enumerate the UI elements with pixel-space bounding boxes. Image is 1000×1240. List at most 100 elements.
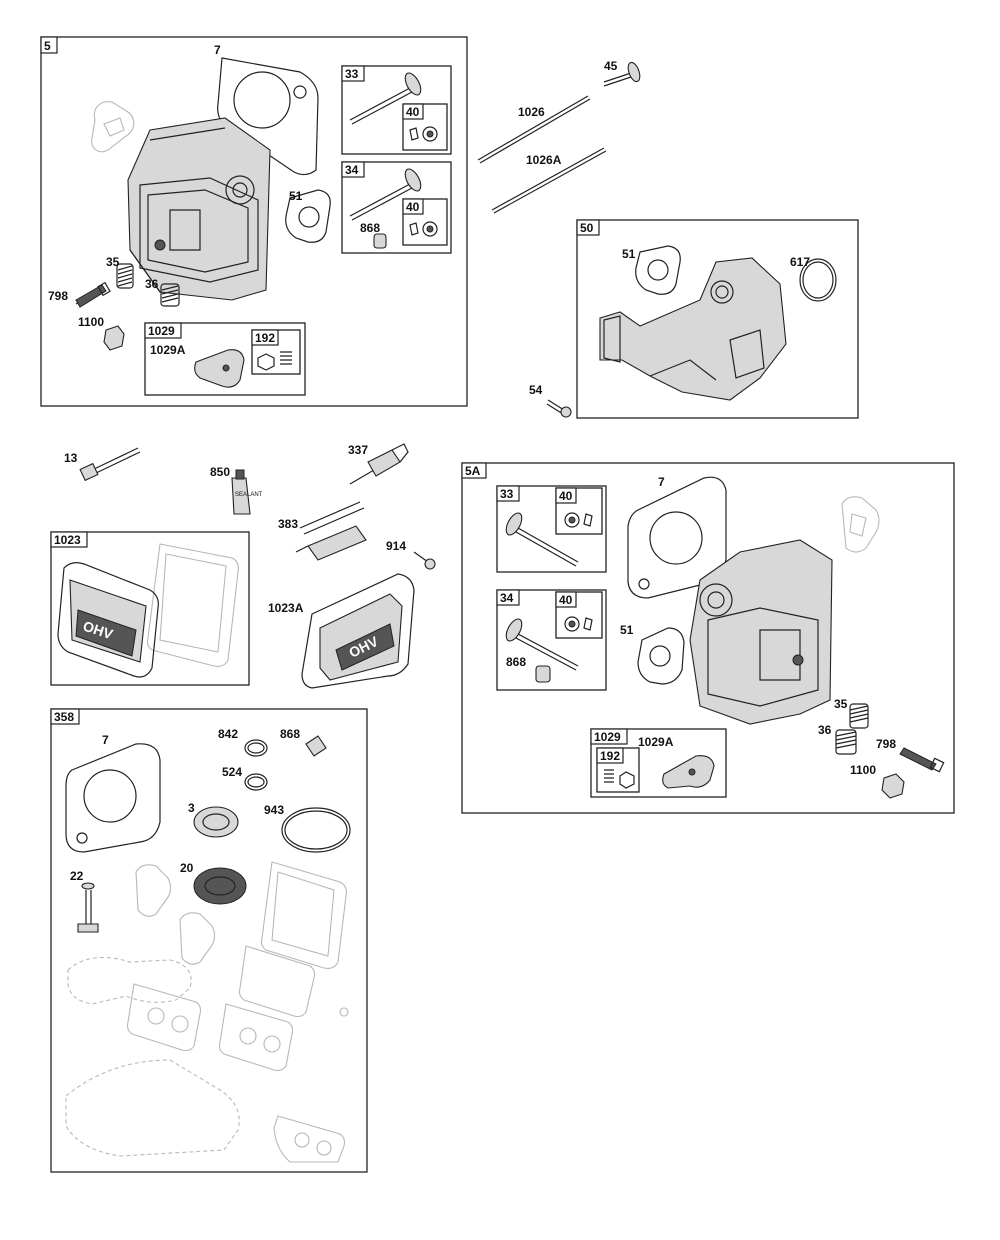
label-798: 798 [48, 289, 68, 303]
group-1029-b-tag-box [590, 728, 628, 745]
cylinder-head-b [689, 539, 833, 725]
rocker-arm-b-pivot [688, 768, 696, 776]
group-1023-tag: 1023 [54, 533, 81, 547]
group-5-tag: 5 [44, 39, 51, 53]
faint-gasket-6-hole-a [239, 1027, 257, 1045]
label-1023A: 1023A [268, 601, 304, 615]
label-1026: 1026 [518, 105, 545, 119]
faint-gasket-2 [179, 912, 216, 965]
group-358-frame [50, 708, 368, 1173]
label-3: 3 [188, 801, 195, 815]
screw-54-shank-2 [546, 403, 564, 415]
exhaust-valve [349, 168, 422, 221]
gasket-faint-b [841, 496, 880, 553]
retainer-center [426, 130, 434, 138]
push-rod-1026-2 [479, 98, 591, 164]
rocker-nut [257, 353, 275, 371]
push-rod-1026A [491, 147, 605, 211]
valve-seal-868-b [535, 665, 551, 683]
group-5A-tag: 5A [465, 464, 481, 478]
nut-1100-b [881, 773, 905, 799]
intake-valve-b [505, 512, 579, 567]
retainer-c-center [568, 620, 576, 628]
head-gasket-7-c-hole [76, 832, 88, 844]
o-ring-943 [281, 807, 351, 853]
bolt-798 [75, 281, 111, 308]
group-40b-tag: 40 [406, 200, 420, 214]
label-524: 524 [222, 765, 242, 779]
label-798-b: 798 [876, 737, 896, 751]
intake-gasket-51 [285, 189, 331, 243]
label-914: 914 [386, 539, 406, 553]
bolt-13 [91, 447, 139, 471]
gasket-51-c [637, 627, 685, 685]
oil-seal-3-inner [202, 813, 230, 831]
label-51-b: 51 [622, 247, 636, 261]
label-1029A-b: 1029A [638, 735, 674, 749]
nut-1100 [103, 325, 125, 351]
group-40c-frame [555, 487, 603, 535]
faint-gasket-5-hole-b [171, 1015, 189, 1033]
o-ring-524-inner [247, 776, 265, 788]
group-192-tag: 192 [255, 331, 275, 345]
exhaust-valve-b [505, 618, 579, 671]
faint-gasket-1 [135, 864, 172, 917]
group-33-b-tag-box [496, 485, 520, 502]
bolt-22-head [77, 923, 99, 933]
faint-gasket-7-hole-b [316, 1140, 332, 1156]
screw-914 [413, 551, 429, 563]
label-1100-b: 1100 [850, 763, 876, 777]
label-842: 842 [218, 727, 238, 741]
rocker-arm-1029A-b [662, 755, 715, 789]
group-358-tag: 358 [54, 710, 74, 724]
retainer [422, 126, 438, 142]
label-850: 850 [210, 465, 230, 479]
head-gasket-7-c-bore [83, 769, 137, 823]
gasket-51-c-hole [649, 645, 671, 667]
intake-gasket-51-hole [298, 206, 320, 228]
group-5A: 5A 33 40 34 868 40 [461, 462, 955, 814]
group-192-tag-box [251, 329, 279, 346]
faint-gasket-7-hole-a [294, 1132, 310, 1148]
group-1023-tag-box [50, 531, 88, 548]
label-22: 22 [70, 869, 84, 883]
valve-spring-36 [160, 283, 180, 307]
label-617: 617 [790, 255, 810, 269]
spark-plug-tool-383 [295, 501, 367, 561]
group-34-b-tag: 34 [500, 591, 514, 605]
o-ring-842-inner [247, 742, 265, 754]
cover-gasket-faint-inner [159, 553, 227, 653]
head-gasket-7-b-bore [649, 511, 703, 565]
oil-seal-20-inner [204, 876, 236, 896]
o-ring-524 [244, 773, 268, 791]
valve-spring-36-b [835, 729, 857, 755]
group-40a-tag-box [402, 103, 424, 120]
gasket-faint [91, 101, 135, 153]
label-35-b: 35 [834, 697, 848, 711]
valve-cover-1023 [57, 562, 159, 678]
group-50-frame [576, 219, 859, 419]
valve-spring-35 [116, 263, 134, 289]
group-1029-tag: 1029 [148, 324, 175, 338]
group-1023: 1023 OHV [50, 531, 250, 686]
o-ring-943-inner [284, 810, 348, 850]
valve-cover-1023A [301, 573, 415, 689]
cylinder-head [127, 117, 271, 301]
group-40d-tag: 40 [559, 593, 573, 607]
o-ring-842 [244, 739, 268, 757]
oil-seal-20 [193, 867, 247, 905]
valve-spring-35-b [849, 703, 869, 729]
group-50-tag: 50 [580, 221, 594, 235]
group-34-b-frame [496, 589, 607, 691]
group-34-b-tag-box [496, 589, 520, 606]
group-34-tag-box [341, 161, 365, 178]
rocker-nut-b [619, 771, 635, 789]
head-gasket-7-b-hole [638, 578, 650, 590]
group-40a-tag: 40 [406, 105, 420, 119]
label-868: 868 [360, 221, 380, 235]
faint-gasket-5 [126, 983, 202, 1052]
group-358: 358 7 842 868 524 3 943 20 22 [50, 708, 368, 1173]
o-ring-617 [799, 258, 837, 302]
label-383: 383 [278, 517, 298, 531]
